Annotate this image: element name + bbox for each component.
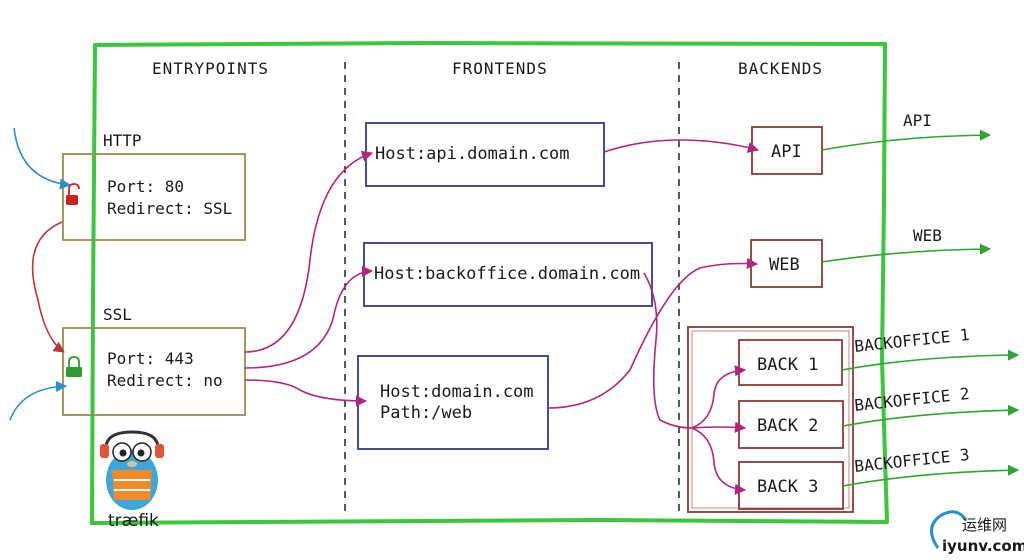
incoming-http-arrow (13, 127, 72, 190)
route-api-frontend-to-backend-arrow (603, 139, 760, 153)
incoming-ssl-arrow (9, 380, 68, 421)
route-ssl-to-web-arrow (244, 379, 368, 407)
output-web-label: WEB (913, 226, 942, 245)
output-backoffice2-label: BACKOFFICE 2 (853, 384, 970, 415)
output-api-label: API (903, 111, 932, 130)
backend-back2-label: BACK 2 (757, 416, 818, 436)
watermark-swirl-icon (930, 510, 968, 549)
traefik-logo: træfik (100, 430, 164, 531)
backend-web-label: WEB (769, 255, 800, 275)
entrypoint-ssl-port: Port: 443 (107, 349, 194, 368)
output-backoffice3-label: BACKOFFICE 3 (853, 445, 970, 476)
entrypoint-http-port: Port: 80 (107, 177, 184, 196)
entrypoint-ssl-box (62, 327, 246, 416)
route-ssl-to-backoffice-arrow (244, 265, 374, 369)
entrypoint-http-title: HTTP (103, 131, 142, 150)
output-backoffice1-label: BACKOFFICE 1 (853, 325, 970, 356)
route-ssl-to-api-arrow (244, 150, 374, 353)
frontend-web-path: Path:/web (380, 403, 472, 423)
entrypoint-http-redirect: Redirect: SSL (107, 199, 232, 218)
output-backoffice2-arrow (842, 404, 1020, 427)
column-header-frontends: FRONTENDS (452, 59, 548, 78)
output-api-arrow (821, 129, 992, 151)
backend-back1-label: BACK 1 (757, 355, 818, 375)
gopher-mascot-icon (100, 430, 164, 510)
iyunv-watermark: 运维网 iyunv.com (930, 510, 1024, 555)
backend-back1-box (738, 339, 843, 386)
fanout-back3-arrow (691, 427, 747, 495)
column-header-backends: BACKENDS (738, 59, 823, 78)
redirect-http-to-ssl-arrow (31, 221, 65, 353)
fanout-back2-arrow (691, 421, 747, 433)
route-backoffice-frontend-to-group-arrow (643, 272, 693, 429)
watermark-domain-text: iyunv.com (942, 537, 1024, 555)
traefik-logo-text: træfik (108, 511, 159, 531)
output-backoffice1-arrow (841, 349, 1020, 371)
entrypoint-ssl-title: SSL (103, 305, 132, 324)
output-backoffice3-arrow (842, 464, 1020, 487)
closed-lock-icon (66, 356, 82, 377)
watermark-chinese-text: 运维网 (962, 516, 1007, 534)
frontend-api-host: Host:api.domain.com (375, 144, 569, 164)
backend-back3-label: BACK 3 (757, 477, 818, 497)
output-web-arrow (821, 243, 992, 263)
column-header-entrypoints: ENTRYPOINTS (152, 59, 269, 78)
frontend-backoffice-host: Host:backoffice.domain.com (374, 264, 640, 284)
backend-api-label: API (771, 142, 802, 162)
outer-frame (90, 41, 889, 525)
entrypoint-http-box (62, 153, 246, 241)
frontend-web-host: Host:domain.com (380, 382, 534, 402)
entrypoint-ssl-redirect: Redirect: no (107, 371, 223, 390)
fanout-back1-arrow (691, 365, 747, 429)
open-lock-icon (66, 183, 80, 205)
route-web-frontend-to-backend-arrow (547, 257, 759, 409)
backoffice-group-box (687, 326, 854, 513)
